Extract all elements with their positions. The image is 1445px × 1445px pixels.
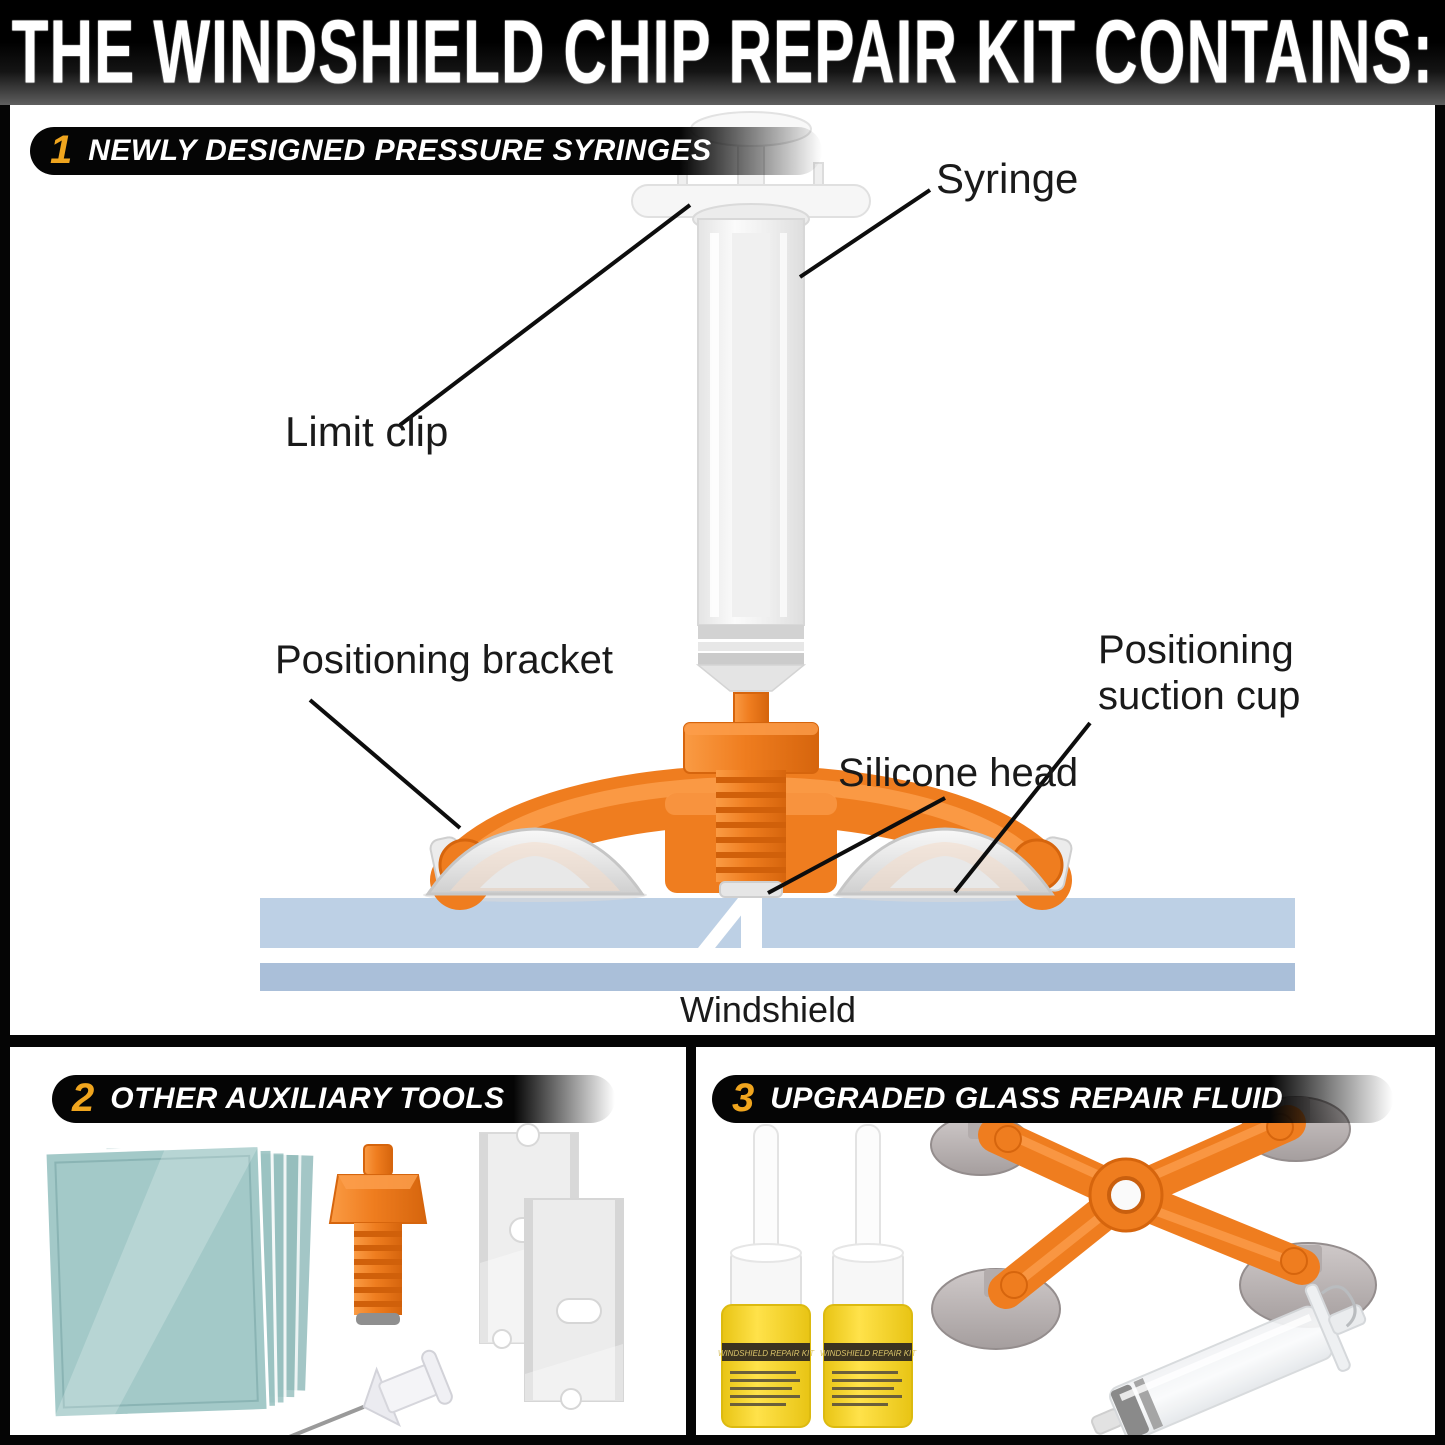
section1-title-bar: 1 NEWLY DESIGNED PRESSURE SYRINGES xyxy=(30,127,822,175)
label-silicone-head: Silicone head xyxy=(838,751,1079,795)
silicone-head-icon xyxy=(719,881,783,898)
section1-title: NEWLY DESIGNED PRESSURE SYRINGES xyxy=(88,134,712,167)
suction-cup-left-icon xyxy=(425,827,645,896)
label-windshield: Windshield xyxy=(679,989,857,1030)
injection-screw-icon xyxy=(328,1144,428,1325)
push-pin-icon xyxy=(288,1349,453,1435)
leader-lines xyxy=(308,188,1092,895)
section2-number: 2 xyxy=(72,1075,95,1120)
razor-blades-icon xyxy=(479,1123,624,1410)
repair-fluid-bottles-icon: WINDSHIELD REPAIR KIT WINDSHIELD REP xyxy=(718,1124,917,1428)
section3-title: UPGRADED GLASS REPAIR FLUID xyxy=(770,1082,1284,1115)
repair-fluid-graphic: WINDSHIELD REPAIR KIT WINDSHIELD REP xyxy=(718,1096,1377,1435)
threaded-screw-icon xyxy=(716,770,786,882)
section-repair-fluid: WINDSHIELD REPAIR KIT WINDSHIELD REP xyxy=(696,1047,1435,1435)
header-banner: THE WINDSHIELD CHIP REPAIR KIT CONTAINS: xyxy=(0,0,1445,105)
label-limit-clip: Limit clip xyxy=(285,408,449,455)
four-leg-suction-bracket-icon xyxy=(930,1096,1377,1350)
section-pressure-syringes: 1 NEWLY DESIGNED PRESSURE SYRINGES Limit… xyxy=(10,105,1435,1035)
section2-title: OTHER AUXILIARY TOOLS xyxy=(110,1082,505,1115)
page-title: THE WINDSHIELD CHIP REPAIR KIT CONTAINS: xyxy=(11,2,1434,103)
glue-syringe-icon xyxy=(1091,1283,1367,1435)
auxiliary-tools-graphic xyxy=(43,1123,624,1435)
curing-film-sheets-icon xyxy=(43,1143,317,1420)
section2-title-bar: 2 OTHER AUXILIARY TOOLS xyxy=(52,1075,615,1123)
pressure-syringe-icon xyxy=(631,111,871,898)
label-positioning-bracket: Positioning bracket xyxy=(275,638,613,682)
label-positioning-suction-cup: Positioning suction cup xyxy=(1098,628,1301,718)
svg-text:WINDSHIELD REPAIR KIT: WINDSHIELD REPAIR KIT xyxy=(718,1349,815,1358)
svg-text:WINDSHIELD REPAIR KIT: WINDSHIELD REPAIR KIT xyxy=(820,1349,917,1358)
windshield-graphic xyxy=(260,898,1295,991)
limit-clip-icon xyxy=(631,162,871,218)
section-auxiliary-tools: 2 OTHER AUXILIARY TOOLS xyxy=(10,1047,686,1435)
section3-title-bar: 3 UPGRADED GLASS REPAIR FLUID xyxy=(712,1075,1394,1123)
section3-number: 3 xyxy=(732,1075,755,1120)
suction-cup-right-icon xyxy=(835,827,1055,896)
label-syringe: Syringe xyxy=(936,155,1079,202)
syringe-diagram xyxy=(260,111,1295,991)
section1-number: 1 xyxy=(50,127,73,172)
